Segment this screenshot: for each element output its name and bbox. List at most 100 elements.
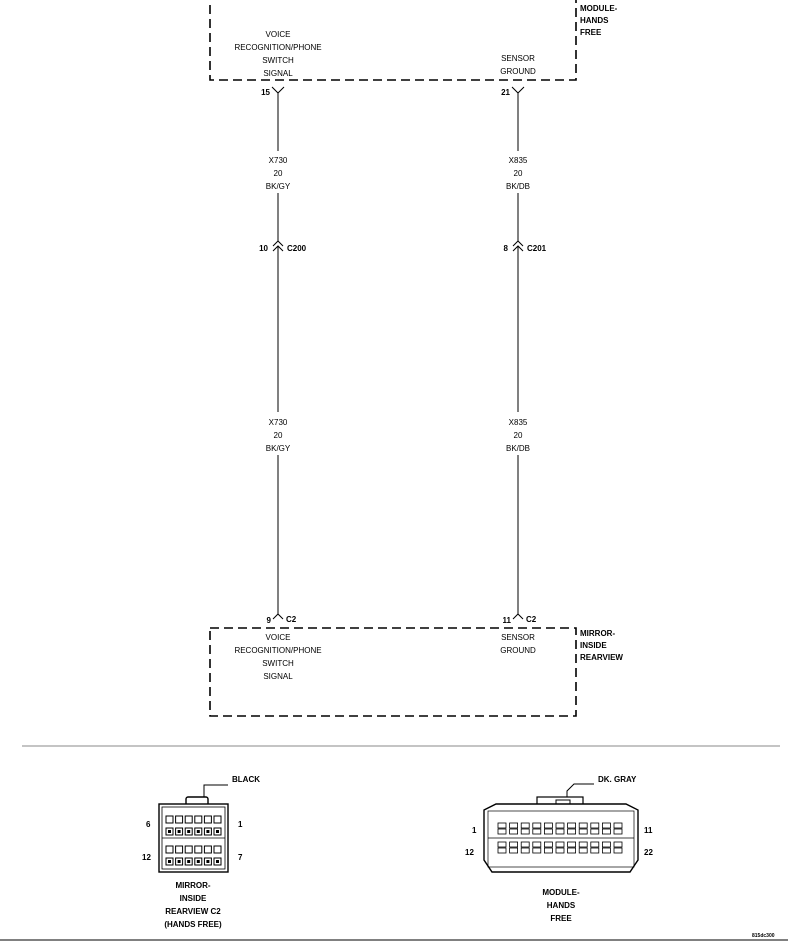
module-cavity — [567, 822, 576, 829]
right-pin-label-line2: GROUND — [500, 67, 536, 76]
right-module-terminal — [511, 86, 525, 94]
module-connector-color: DK. GRAY — [598, 775, 637, 784]
module-cavity — [544, 841, 553, 848]
module-cavity — [578, 828, 588, 835]
module-pin-top-left: 1 — [472, 826, 477, 835]
mirror-pin-top-left: 6 — [146, 820, 151, 829]
left-wire-color-lower: BK/GY — [266, 444, 291, 453]
right-mirror-terminal — [512, 613, 524, 620]
right-mirror-connector-id: C2 — [526, 615, 537, 624]
mirror-left-pin-label-line3: SWITCH — [262, 659, 294, 668]
mirror-left-pin-label-line1: VOICE — [266, 633, 291, 642]
module-cavity — [613, 841, 623, 848]
module-cavity — [590, 841, 600, 848]
module-cavity — [532, 847, 542, 854]
mirror-module-name-line2: INSIDE — [580, 641, 607, 650]
left-pin-label-line4: SIGNAL — [263, 69, 293, 78]
mirror-cavity-terminal — [187, 830, 191, 833]
mirror-module-box — [209, 627, 577, 717]
mirror-cavity-terminal — [206, 860, 210, 863]
module-cavity — [602, 828, 611, 835]
hands-free-module-name-line3: FREE — [580, 28, 602, 37]
left-module-pin: 15 — [261, 88, 270, 97]
hands-free-module-box — [209, 0, 577, 81]
right-mirror-pin: 11 — [503, 616, 512, 625]
module-cavity — [520, 841, 530, 848]
mirror-cavity — [175, 815, 184, 824]
module-cavity — [613, 828, 623, 835]
mirror-cavity — [165, 815, 174, 824]
module-cavity — [602, 841, 611, 848]
module-cavity — [520, 828, 530, 835]
mirror-cavity-terminal — [168, 830, 171, 833]
module-cavity — [578, 822, 588, 829]
right-wire-gauge-lower: 20 — [514, 431, 523, 440]
module-cavity — [497, 841, 507, 848]
left-module-terminal — [271, 86, 285, 94]
left-wire-gauge-upper: 20 — [274, 169, 283, 178]
right-module-pin: 21 — [501, 88, 510, 97]
left-wire-code-lower: X730 — [269, 418, 288, 427]
module-cavity — [532, 841, 542, 848]
module-cavity — [602, 847, 611, 854]
mirror-cavity — [175, 845, 184, 854]
left-pin-label-line2: RECOGNITION/PHONE — [234, 43, 321, 52]
left-mirror-terminal — [272, 613, 284, 620]
mirror-cavity-terminal — [216, 860, 219, 863]
mirror-pin-top-right: 1 — [238, 820, 243, 829]
module-cavity — [497, 822, 507, 829]
right-wire-code-lower: X835 — [509, 418, 528, 427]
mirror-caption-line2: INSIDE — [180, 894, 207, 903]
left-inline-pin: 10 — [259, 244, 268, 253]
right-inline-connector-top — [512, 240, 524, 247]
right-inline-connector-id: C201 — [527, 244, 547, 253]
right-wire-color-upper: BK/DB — [506, 182, 530, 191]
module-cavity — [497, 847, 507, 854]
mirror-pin-bottom-right: 7 — [238, 853, 243, 862]
right-wire-color-lower: BK/DB — [506, 444, 530, 453]
module-cavity — [590, 822, 600, 829]
module-cavity — [544, 828, 553, 835]
mirror-right-pin-label-line2: GROUND — [500, 646, 536, 655]
module-cavity — [544, 822, 553, 829]
right-wire-gauge-upper: 20 — [514, 169, 523, 178]
right-pin-label-line1: SENSOR — [501, 54, 535, 63]
module-cavity — [509, 828, 519, 835]
right-wire-code-upper: X835 — [509, 156, 528, 165]
hands-free-module: MODULE- HANDS FREE VOICE RECOGNITION/PHO… — [209, 0, 618, 81]
mirror-cavity — [184, 815, 193, 824]
mirror-cavity-terminal — [206, 830, 210, 833]
mirror-cavity-terminal — [177, 860, 181, 863]
module-cavity — [613, 822, 623, 829]
mirror-cavity — [203, 815, 212, 824]
module-cavity — [520, 847, 530, 854]
left-pin-label-line3: SWITCH — [262, 56, 294, 65]
module-connector-inner — [487, 810, 635, 868]
module-pin-bottom-left: 12 — [465, 848, 474, 857]
module-cavity — [602, 822, 611, 829]
mirror-cavity-terminal — [196, 830, 200, 833]
module-cavity — [509, 822, 519, 829]
mirror-cavity-terminal — [196, 860, 200, 863]
mirror-connector-color: BLACK — [232, 775, 260, 784]
module-cavity — [555, 841, 565, 848]
left-mirror-connector-id: C2 — [286, 615, 297, 624]
left-inline-connector-top — [272, 240, 284, 247]
module-cavity — [509, 841, 519, 848]
mirror-module-name-line1: MIRROR- — [580, 629, 615, 638]
mirror-cavity — [184, 845, 193, 854]
mirror-cavity-grid — [165, 815, 222, 866]
module-cavity — [497, 828, 507, 835]
module-cavity-grid — [497, 822, 623, 854]
module-cavity — [520, 822, 530, 829]
right-inline-pin: 8 — [504, 244, 509, 253]
left-circuit: 15 X730 20 BK/GY 10 C200 X730 20 BK/GY 9… — [259, 86, 307, 625]
mirror-module-name-line3: REARVIEW — [580, 653, 623, 662]
module-cavity — [578, 847, 588, 854]
mirror-left-pin-label-line4: SIGNAL — [263, 672, 293, 681]
mirror-left-pin-label-line2: RECOGNITION/PHONE — [234, 646, 321, 655]
module-caption-line2: HANDS — [547, 901, 576, 910]
mirror-caption-line3: REARVIEW C2 — [165, 907, 221, 916]
mirror-cavity-terminal — [187, 860, 191, 863]
